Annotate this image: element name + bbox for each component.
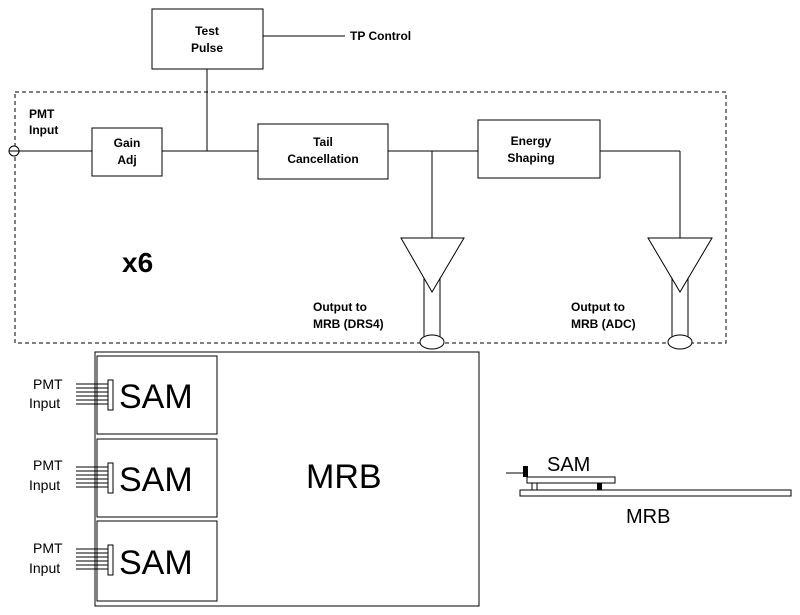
- sam-module-2-label: SAM: [119, 461, 193, 499]
- tail-cancellation-block: [257, 123, 389, 180]
- test-pulse-block: [151, 8, 264, 70]
- sam-module-3: [96, 520, 218, 602]
- gain-adj-block: [91, 127, 163, 177]
- sam-module-2-pmt-label-1: PMT: [33, 457, 63, 473]
- pmt-input-label-2: Input: [29, 123, 58, 137]
- adc-amplifier-icon: [647, 237, 713, 293]
- sam-module-2-connector-icon: [107, 462, 114, 494]
- channel-dashed-frame: [14, 91, 727, 344]
- energy-shaping-label-1: Energy: [511, 134, 552, 148]
- side-view-sam-label: SAM: [547, 454, 590, 476]
- sam-module-1-label: SAM: [119, 378, 193, 416]
- pmt-input-label-1: PMT: [29, 107, 55, 121]
- drs4-connector-icon: [419, 334, 445, 350]
- tail-cancellation-label-1: Tail: [313, 135, 333, 149]
- energy-shaping-label-2: Shaping: [507, 151, 554, 165]
- output-drs4-label-1: Output to: [313, 300, 367, 314]
- sam-module-1-pmt-label-1: PMT: [33, 376, 63, 392]
- sam-module-2-pmt-label-2: Input: [29, 477, 60, 493]
- output-adc-label-2: MRB (ADC): [571, 317, 636, 331]
- sam-module-3-pmt-label-1: PMT: [33, 540, 63, 556]
- sam-module-1: [96, 355, 218, 435]
- adc-connector-icon: [667, 334, 693, 350]
- channel-multiplier: x6: [122, 247, 153, 278]
- output-adc-label-1: Output to: [571, 300, 625, 314]
- energy-shaping-block: [477, 119, 601, 179]
- side-view-board-connector-icon: [597, 483, 602, 490]
- sam-module-3-pins-icon: [76, 548, 108, 570]
- sam-module-3-connector-icon: [107, 544, 114, 576]
- side-view-input-connector-icon: [523, 466, 528, 477]
- side-view-mrb-label: MRB: [626, 506, 670, 528]
- side-view-mrb-board: [519, 489, 792, 497]
- test-pulse-label-1: Test: [195, 24, 219, 38]
- output-drs4-label-2: MRB (DRS4): [313, 317, 384, 331]
- sam-module-2: [96, 438, 218, 518]
- sam-module-1-pins-icon: [76, 383, 108, 405]
- sam-module-3-pmt-label-2: Input: [29, 560, 60, 576]
- gain-adj-label-1: Gain: [114, 136, 141, 150]
- side-view-sam-board: [526, 476, 616, 484]
- sam-module-2-pins-icon: [76, 466, 108, 488]
- drs4-amplifier-icon: [400, 237, 465, 293]
- test-pulse-label-2: Pulse: [191, 41, 223, 55]
- tp-control-label: TP Control: [350, 29, 411, 43]
- mrb-board-label: MRB: [306, 458, 382, 496]
- sam-module-1-pmt-label-2: Input: [29, 395, 60, 411]
- tail-cancellation-label-2: Cancellation: [287, 152, 358, 166]
- gain-adj-label-2: Adj: [117, 153, 136, 167]
- sam-module-3-label: SAM: [119, 544, 193, 582]
- sam-module-1-connector-icon: [107, 379, 114, 411]
